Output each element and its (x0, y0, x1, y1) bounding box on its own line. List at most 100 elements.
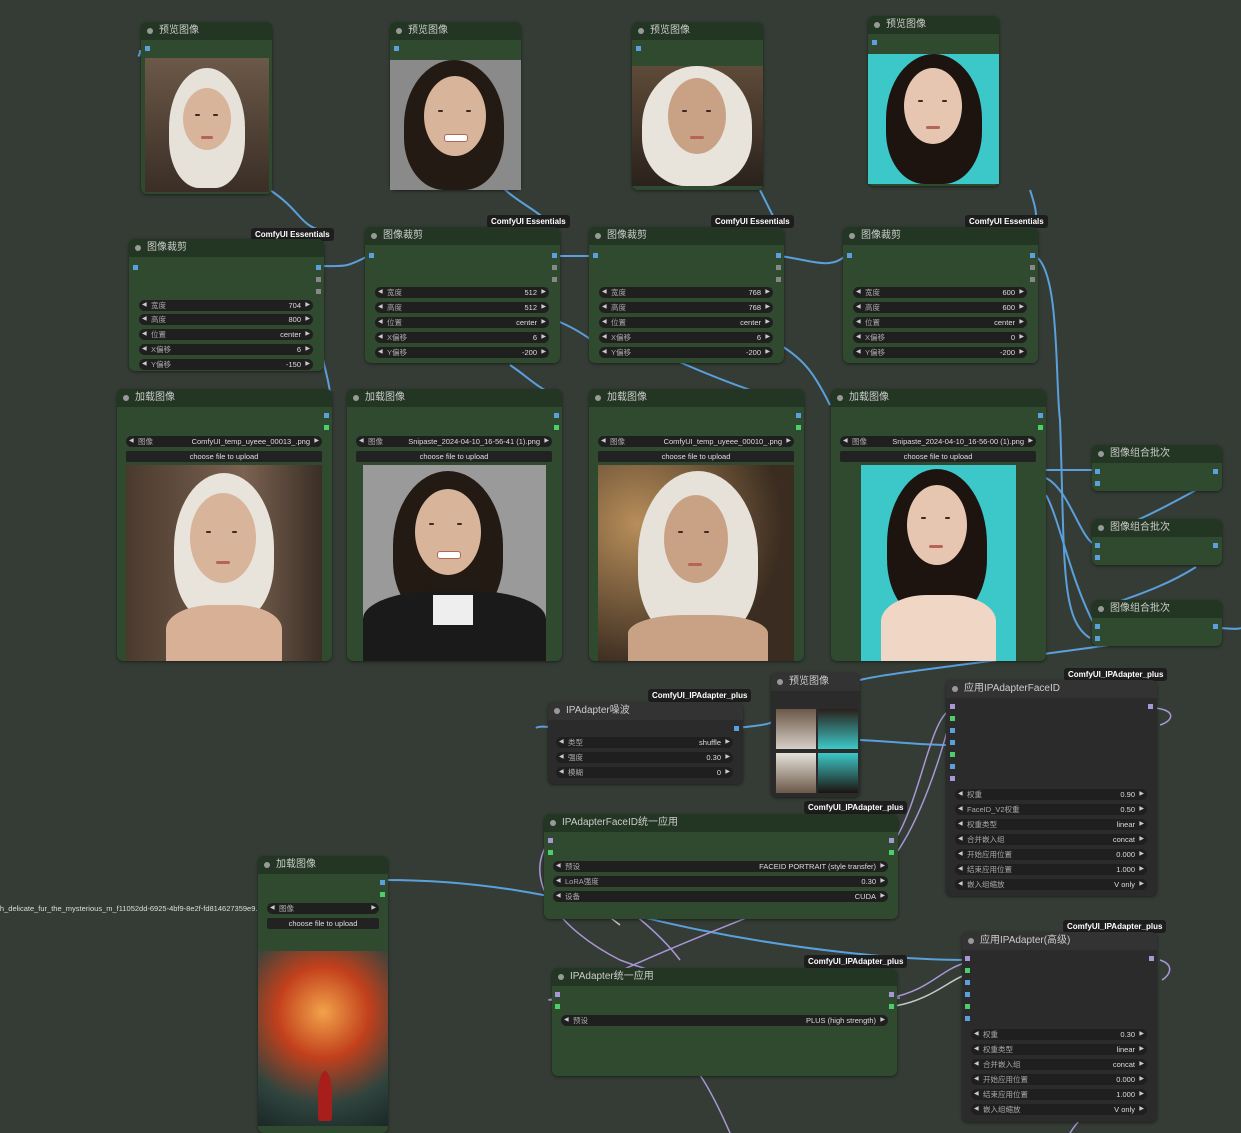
image-output-port[interactable] (1213, 469, 1218, 474)
output-port[interactable] (1030, 265, 1035, 270)
image-output-port[interactable] (316, 265, 321, 270)
upload-button[interactable]: choose file to upload (267, 918, 379, 929)
node-title-bar[interactable]: 加载图像 (831, 389, 1046, 407)
node-title-bar[interactable]: IPAdapterFaceID统一应用 (544, 814, 898, 832)
preview-node-4[interactable]: 预览图像 (868, 16, 999, 186)
mask-output-port[interactable] (1038, 425, 1043, 430)
collapse-dot-icon[interactable] (554, 708, 560, 714)
image-input-port[interactable] (965, 980, 970, 985)
y-offset-widget[interactable]: Y偏移-200 (853, 347, 1027, 358)
attn-mask-input-port[interactable] (950, 752, 955, 757)
image-output-port[interactable] (324, 413, 329, 418)
negative-image-input-port[interactable] (965, 992, 970, 997)
image-input-port[interactable] (145, 46, 150, 51)
node-title-bar[interactable]: 图像裁剪 (365, 227, 560, 245)
output-port[interactable] (1030, 277, 1035, 282)
model-input-port[interactable] (965, 956, 970, 961)
image-input-port[interactable] (636, 46, 641, 51)
image-batch-node-3[interactable]: 图像组合批次 (1092, 600, 1222, 646)
model-output-port[interactable] (889, 992, 894, 997)
image-output-port[interactable] (1030, 253, 1035, 258)
node-title-bar[interactable]: 图像组合批次 (1092, 519, 1222, 537)
collapse-dot-icon[interactable] (550, 820, 556, 826)
image-batch-node-1[interactable]: 图像组合批次 (1092, 445, 1222, 491)
output-port[interactable] (316, 277, 321, 282)
collapse-dot-icon[interactable] (353, 395, 359, 401)
mask-output-port[interactable] (324, 425, 329, 430)
model-input-port[interactable] (950, 704, 955, 709)
node-title-bar[interactable]: 加载图像 (589, 389, 804, 407)
image-output-port[interactable] (1213, 624, 1218, 629)
ipadapter-input-port[interactable] (548, 850, 553, 855)
collapse-dot-icon[interactable] (396, 28, 402, 34)
ipadapter-output-port[interactable] (889, 1004, 894, 1009)
image1-input-port[interactable] (1095, 543, 1100, 548)
y-offset-widget[interactable]: Y偏移-150 (139, 359, 313, 370)
image1-input-port[interactable] (1095, 469, 1100, 474)
image2-input-port[interactable] (1095, 636, 1100, 641)
image-output-port[interactable] (554, 413, 559, 418)
ipadapter-input-port[interactable] (555, 1004, 560, 1009)
load-image-node-5[interactable]: 加载图像 图像 choose file to upload (258, 856, 388, 1133)
noise-blur-widget[interactable]: 模糊0 (556, 767, 733, 778)
model-output-port[interactable] (889, 838, 894, 843)
preview-node-small[interactable]: 预览图像 (771, 673, 860, 797)
noise-strength-widget[interactable]: 强度0.30 (556, 752, 733, 763)
image-input-port[interactable] (369, 253, 374, 258)
node-title-bar[interactable]: 图像裁剪 (129, 239, 324, 257)
ipadapter-input-port[interactable] (950, 716, 955, 721)
upload-button[interactable]: choose file to upload (356, 451, 552, 462)
attn-mask-input-port[interactable] (965, 1004, 970, 1009)
output-port[interactable] (316, 289, 321, 294)
output-port[interactable] (552, 265, 557, 270)
image-input-port[interactable] (950, 728, 955, 733)
model-output-port[interactable] (1148, 704, 1153, 709)
clip-vision-input-port[interactable] (965, 1016, 970, 1021)
image-input-port[interactable] (394, 46, 399, 51)
node-title-bar[interactable]: IPAdapter统一应用 (552, 968, 897, 986)
image-output-port[interactable] (776, 253, 781, 258)
image-output-port[interactable] (1213, 543, 1218, 548)
image-output-port[interactable] (552, 253, 557, 258)
ipadapter-output-port[interactable] (889, 850, 894, 855)
weight-widget[interactable]: 权重0.30 (971, 1029, 1147, 1040)
model-input-port[interactable] (548, 838, 553, 843)
collapse-dot-icon[interactable] (135, 245, 141, 251)
upload-button[interactable]: choose file to upload (126, 451, 322, 462)
image2-input-port[interactable] (1095, 555, 1100, 560)
collapse-dot-icon[interactable] (968, 938, 974, 944)
node-title-bar[interactable]: 预览图像 (868, 16, 999, 34)
output-port[interactable] (552, 277, 557, 282)
node-title-bar[interactable]: 应用IPAdapter(高级) (962, 932, 1157, 950)
model-input-port[interactable] (555, 992, 560, 997)
collapse-dot-icon[interactable] (849, 233, 855, 239)
